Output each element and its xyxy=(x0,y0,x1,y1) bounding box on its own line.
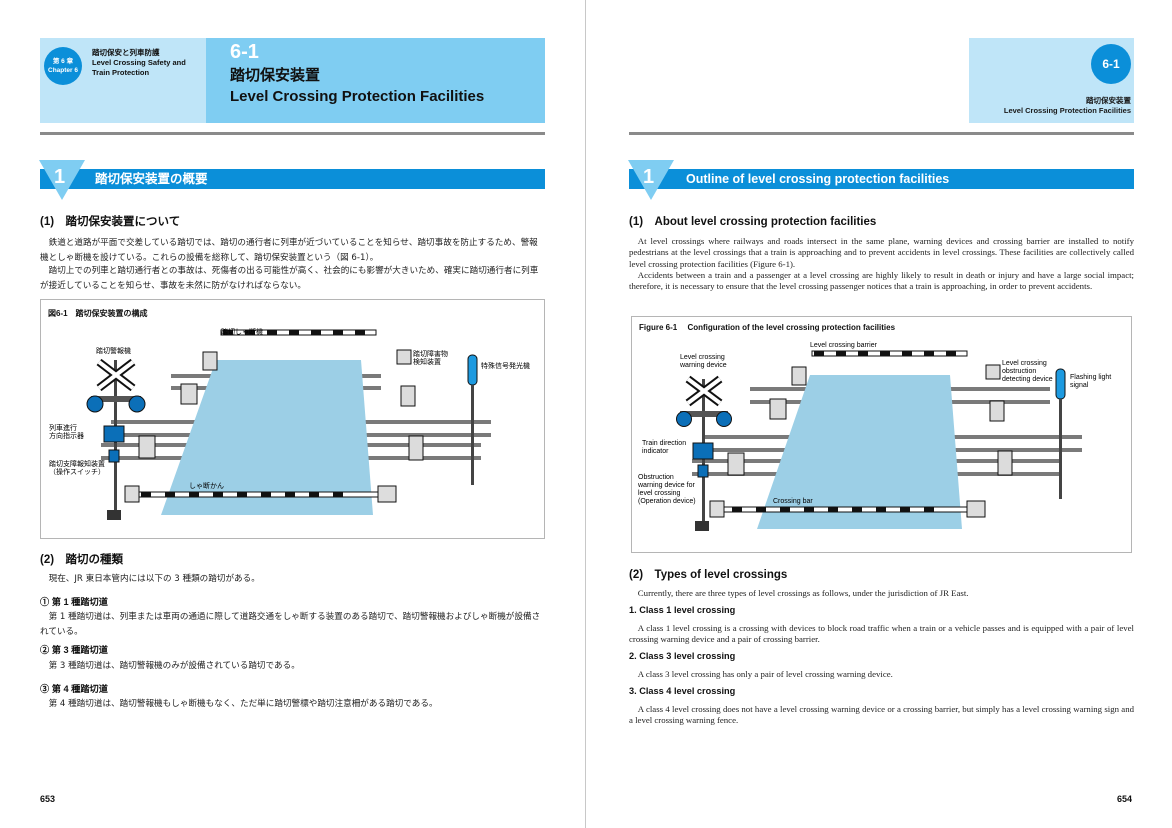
section-bar-triangle xyxy=(39,160,85,200)
left-page: 第 6 章 Chapter 6 踏切保安と列車防護 Level Crossing… xyxy=(39,38,545,804)
paragraph-3: 現在、JR 東日本管内には以下の 3 種類の踏切がある。 xyxy=(48,574,260,584)
class4-heading: ③ 第 4 種踏切道 xyxy=(40,684,108,694)
figure-caption: Figure 6-1 Configuration of the level cr… xyxy=(639,323,896,332)
label-flashing: 特殊信号発光機 xyxy=(481,361,530,370)
label-barrier-top: 踏切しゃ断機 xyxy=(221,327,263,336)
label-direction: 列車進行方向指示器 xyxy=(49,423,84,440)
header-rule xyxy=(40,132,545,135)
section-bar-title: 踏切保安装置の概要 xyxy=(95,172,208,186)
class1-text: A class 1 level crossing is a crossing w… xyxy=(629,623,1134,645)
class4-text: A class 4 level crossing does not have a… xyxy=(629,704,1134,726)
figure-caption: 図6-1 踏切保安装置の構成 xyxy=(48,309,148,318)
section-title-en: Level Crossing Protection Facilities xyxy=(230,88,485,105)
diagram-art xyxy=(86,329,491,520)
class3-heading: 2. Class 3 level crossing xyxy=(629,651,736,661)
section-bar xyxy=(40,169,545,189)
class1-heading: 1. Class 1 level crossing xyxy=(629,605,736,615)
paragraph-2: Accidents between a train and a passenge… xyxy=(629,270,1134,292)
paragraph-1: 鉄道と道路が平面で交差している踏切では、踏切の通行者に列車が近づいていることを知… xyxy=(40,238,538,263)
subheading-2: (2) Types of level crossings xyxy=(629,569,788,581)
section-bar-title: Outline of level crossing protection fac… xyxy=(686,172,950,186)
diagram-art xyxy=(676,350,1082,531)
section-header-panel xyxy=(206,38,545,123)
class1-text: 第 1 種踏切道は、列車または車両の通過に際して道路交通をしゃ断する装置のある踏… xyxy=(40,612,541,637)
label-emergency: 踏切支障報知装置（操作スイッチ） xyxy=(49,459,105,476)
label-warning-device: 踏切警報機 xyxy=(96,346,131,355)
section-badge: 6-1 xyxy=(1091,44,1131,84)
class3-text: A class 3 level crossing has only a pair… xyxy=(637,669,893,679)
section-title: 踏切保安装置 Level Crossing Protection Facilit… xyxy=(1003,96,1131,115)
label-bar: しゃ断かん xyxy=(189,481,224,490)
subheading-1: (1) 踏切保安装置について xyxy=(40,216,181,228)
class4-text: 第 4 種踏切道は、踏切警報機もしゃ断機もなく、ただ単に踏切警標や踏切注意柵があ… xyxy=(48,699,438,709)
paragraph-2: 踏切上での列車と踏切通行者との事故は、死傷者の出る可能性が高く、社会的にも影響が… xyxy=(40,266,539,291)
subheading-1: (1) About level crossing protection faci… xyxy=(629,216,877,228)
class4-heading: 3. Class 4 level crossing xyxy=(629,686,736,696)
label-bar: Crossing bar xyxy=(773,498,813,505)
label-barrier-top: Level crossing barrier xyxy=(810,342,878,349)
section-bar-number: 1 xyxy=(54,166,66,188)
section-bar xyxy=(629,169,1134,189)
subheading-2: (2) 踏切の種類 xyxy=(40,554,124,566)
paragraph-3: Currently, there are three types of leve… xyxy=(637,588,969,598)
section-number: 6-1 xyxy=(230,41,259,63)
header-rule xyxy=(629,132,1134,135)
chapter-badge: 第 6 章 Chapter 6 xyxy=(44,47,82,85)
section-bar-triangle xyxy=(628,160,674,200)
section-bar-number: 1 xyxy=(643,166,655,188)
right-page: 6-1 踏切保安装置 Level Crossing Protection Fac… xyxy=(586,0,1172,828)
page-number: 653 xyxy=(40,794,56,804)
page-number: 654 xyxy=(1117,794,1133,804)
class1-heading: ① 第 1 種踏切道 xyxy=(40,597,108,607)
level-crossing-diagram: 踏切しゃ断機 踏切警報機 踏切障害物検知装置 特殊信号発光機 列車進行方向指示器… xyxy=(49,327,530,520)
class3-text: 第 3 種踏切道は、踏切警報機のみが設備されている踏切である。 xyxy=(48,661,300,671)
paragraph-1: At level crossings where railways and ro… xyxy=(629,236,1134,269)
label-obstruction: 踏切障害物検知装置 xyxy=(413,349,448,366)
chapter-title: 踏切保安と列車防護 Level Crossing Safety and Trai… xyxy=(92,48,186,77)
class3-heading: ② 第 3 種踏切道 xyxy=(40,645,108,655)
section-title-jp: 踏切保安装置 xyxy=(230,67,321,84)
